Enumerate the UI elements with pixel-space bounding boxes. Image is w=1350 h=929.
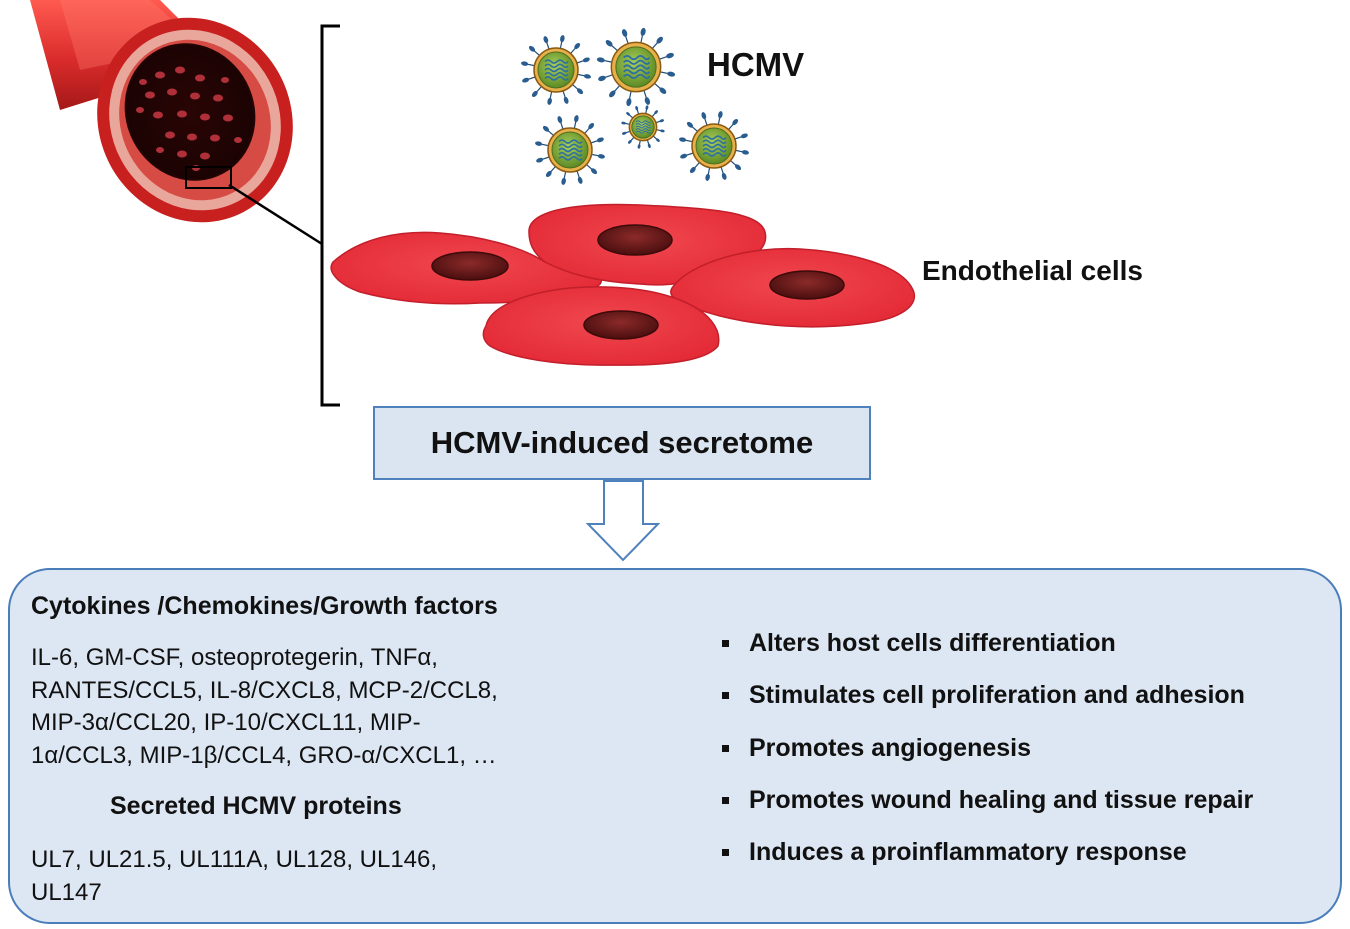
summary-panel: Cytokines /Chemokines/Growth factors IL-… (8, 568, 1342, 924)
virion-icon (521, 35, 591, 105)
effect-text: Alters host cells differentiation (749, 629, 1116, 657)
proteins-heading: Secreted HCMV proteins (110, 792, 402, 820)
cytokines-line: MIP-3α/CCL20, IP-10/CXCL11, MIP- (31, 709, 421, 736)
secretome-title: HCMV-induced secretome (430, 425, 814, 460)
bullet-icon (722, 640, 729, 647)
proteins-line: UL147 (31, 878, 102, 906)
cytokines-line: 1α/CCL3, MIP-1β/CCL4, GRO-α/CXCL1, … (31, 741, 497, 769)
bracket (320, 24, 340, 407)
effect-item: Alters host cells differentiation (722, 629, 1253, 681)
nucleus-4 (583, 310, 659, 340)
cytokines-line: RANTES/CCL5, IL-8/CXCL8, MCP-2/CCL8, (31, 676, 498, 704)
hcmv-virions (521, 27, 749, 185)
cytokines-heading: Cytokines /Chemokines/Growth factors (31, 592, 498, 620)
proteins-line: UL7, UL21.5, UL111A, UL128, UL146, (31, 846, 438, 873)
nucleus-2 (597, 224, 673, 256)
nucleus-1 (431, 251, 509, 281)
zoom-connector-line (228, 183, 323, 246)
secretome-box: HCMV-induced secretome (373, 406, 871, 480)
virion-icon (621, 105, 665, 149)
bullet-icon (722, 796, 729, 804)
virion-icon (679, 111, 749, 181)
effect-text: Promotes wound healing and tissue repair (749, 785, 1254, 814)
hcmv-label: HCMV (707, 46, 805, 83)
endothelial-cells-icon (330, 203, 916, 366)
effect-text: Induces a proinflammatory response (749, 838, 1187, 867)
bullet-icon (722, 744, 729, 752)
virion-icon (596, 27, 676, 107)
endothelial-cells-label: Endothelial cells (922, 255, 1143, 286)
virion-icon (535, 115, 605, 185)
cytokines-list: IL-6, GM-CSF, osteoprotegerin, TNFα, RAN… (31, 642, 498, 772)
effect-item: Induces a proinflammatory response (722, 838, 1253, 890)
effect-item: Promotes angiogenesis (722, 734, 1253, 786)
proteins-list: UL7, UL21.5, UL111A, UL128, UL146, UL147 (31, 844, 437, 909)
nucleus-3 (769, 270, 845, 300)
effect-text: Promotes angiogenesis (749, 733, 1032, 762)
bullet-icon (722, 692, 729, 700)
effect-text: Stimulates cell proliferation and adhesi… (749, 681, 1245, 710)
effects-list: Alters host cells differentiation Stimul… (722, 629, 1253, 890)
effect-item: Promotes wound healing and tissue repair (722, 786, 1253, 838)
bullet-icon (722, 849, 729, 857)
cytokines-line: IL-6, GM-CSF, osteoprotegerin, TNFα, (31, 644, 438, 671)
effect-item: Stimulates cell proliferation and adhesi… (722, 681, 1253, 733)
blood-vessel-icon (30, 0, 293, 223)
down-arrow-icon (585, 480, 661, 562)
